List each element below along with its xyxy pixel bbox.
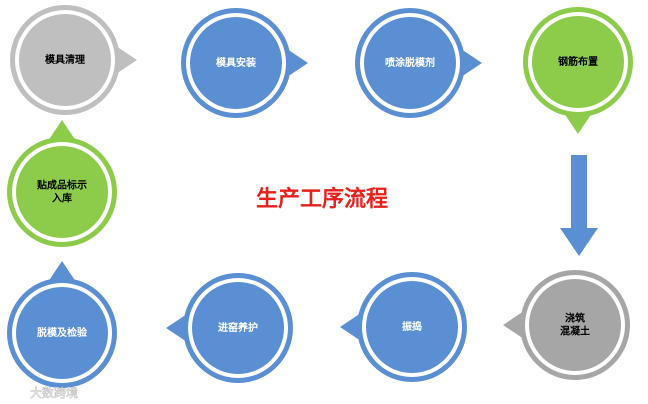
step-circle <box>192 282 284 374</box>
step-circle <box>16 287 108 379</box>
step-label: 贴成品标示 <box>36 179 87 192</box>
diagram-title: 生产工序流程 <box>256 186 388 212</box>
step-circle <box>366 281 458 373</box>
process-step: 脱模及检验 <box>7 261 117 388</box>
step-label: 模具安装 <box>216 56 256 69</box>
step-circle <box>19 14 111 106</box>
step-circle <box>532 16 624 108</box>
step-label: 浇筑 <box>565 312 585 325</box>
step-label: 入库 <box>52 192 72 205</box>
step-label: 混凝土 <box>560 325 590 338</box>
step-label: 喷涂脱模剂 <box>385 56 435 69</box>
process-step: 模具清理 <box>10 5 137 115</box>
process-step: 模具安装 <box>181 8 308 118</box>
process-step: 振捣 <box>340 272 467 382</box>
process-step: 钢筋布置 <box>523 7 633 134</box>
step-label: 模具清理 <box>45 53 85 66</box>
process-step: 喷涂脱模剂 <box>355 8 482 118</box>
step-label: 振捣 <box>402 320 422 333</box>
process-step: 进窑养护 <box>166 273 293 383</box>
step-label: 钢筋布置 <box>558 55 598 68</box>
step-label: 进窑养护 <box>218 321 258 334</box>
step-circle <box>190 17 282 109</box>
step-circle <box>529 279 621 371</box>
down-arrow <box>560 155 598 256</box>
step-label: 脱模及检验 <box>37 326 88 339</box>
step-circle <box>16 146 108 238</box>
step-circle <box>364 17 456 109</box>
watermark: 大数跨境 <box>30 385 78 400</box>
